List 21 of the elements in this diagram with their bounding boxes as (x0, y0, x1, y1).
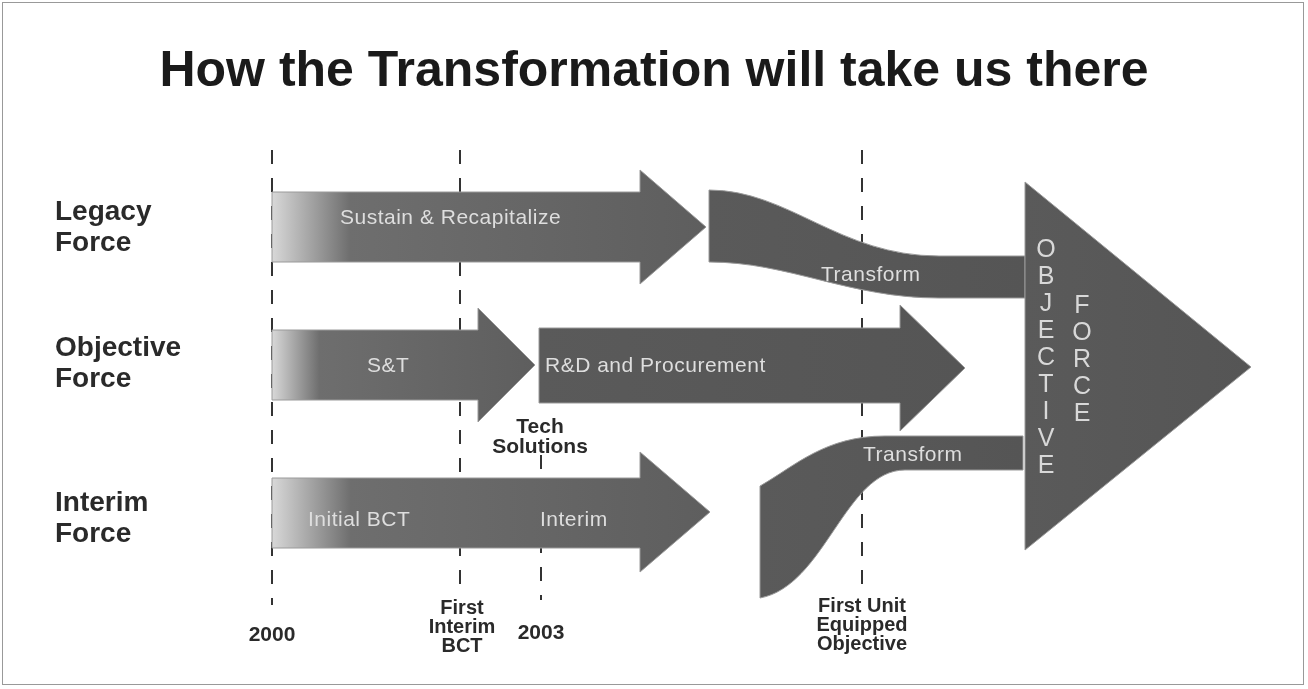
arrow-label: S&T (367, 353, 410, 377)
vertical-label: OBJECTIVE (1031, 234, 1060, 477)
row-label: Objective Force (55, 332, 183, 394)
arrow-label: Transform (863, 442, 963, 466)
annotation-text: Tech Solutions (491, 416, 589, 456)
arrow-label: Initial BCT (308, 507, 411, 531)
arrow-label: Interim (540, 507, 608, 531)
arrow-shape (272, 168, 708, 286)
timeline-label: 2003 (516, 622, 566, 642)
arrow-label: R&D and Procurement (545, 353, 766, 377)
timeline-label: 2000 (247, 624, 297, 644)
timeline-label: First Unit Equipped Objective (815, 596, 909, 653)
timeline-label: First Interim BCT (427, 598, 497, 655)
curved-band (709, 190, 1025, 300)
row-label: Legacy Force (55, 196, 153, 258)
row-label: Interim Force (55, 487, 150, 549)
large-arrow-shape (1025, 182, 1253, 552)
title: How the Transformation will take us there (158, 40, 1150, 98)
arrow-label: Transform (821, 262, 921, 286)
arrow-label: Sustain & Recapitalize (340, 205, 562, 229)
vertical-label: FORCE (1067, 290, 1096, 425)
